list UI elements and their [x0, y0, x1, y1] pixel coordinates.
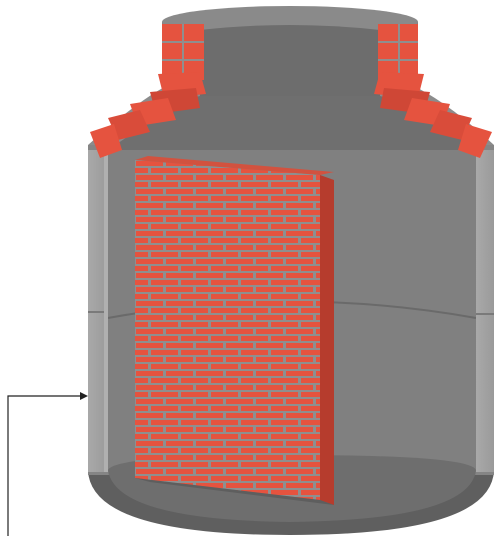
left-wall-edge	[104, 150, 108, 472]
callout-leader	[8, 392, 88, 536]
brick-wall-side	[320, 175, 334, 505]
brick-wall-panel	[135, 160, 320, 500]
right-wall-section	[476, 150, 494, 472]
arrowhead-icon	[80, 392, 88, 400]
shaft-inner	[200, 25, 380, 96]
